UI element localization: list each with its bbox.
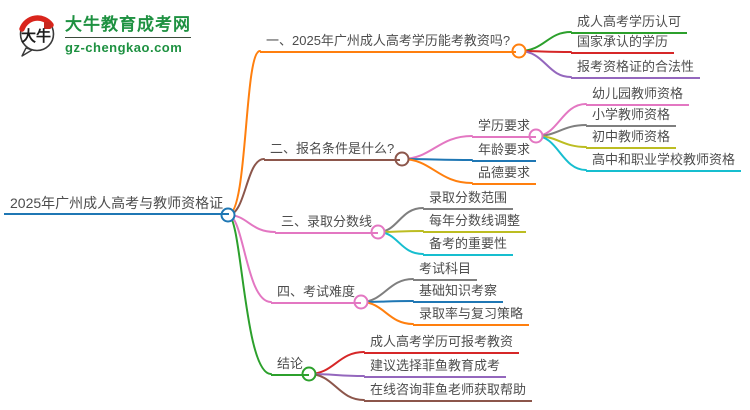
branch-1-child-3-node[interactable]: 报考资格证的合法性 [571, 58, 701, 79]
root-node[interactable]: 2025年广州成人高考与教师资格证 [4, 194, 230, 215]
branch-5-node[interactable]: 结论 [271, 355, 310, 376]
site-logo: 大牛 大牛教育成考网 gz-chengkao.com [16, 12, 191, 58]
link-b4-c1 [360, 278, 414, 303]
branch-5-child-2-node[interactable]: 建议选择菲鱼教育成考 [364, 357, 507, 378]
link-root-branch-2 [227, 158, 265, 216]
brand-name: 大牛教育成考网 [65, 15, 191, 38]
link-b4-c2 [360, 300, 414, 303]
branch-5-child-3-node[interactable]: 在线咨询菲鱼老师获取帮助 [364, 381, 533, 402]
branch-3-child-1-node[interactable]: 录取分数范围 [423, 189, 514, 210]
branch-4-child-3-node[interactable]: 录取率与复习策略 [413, 305, 530, 326]
branch-2-child-1-node[interactable]: 学历要求 [472, 117, 537, 138]
branch-2-node[interactable]: 二、报名条件是什么? [264, 140, 401, 161]
edu-req-child-2-node[interactable]: 小学教师资格 [586, 106, 677, 127]
link-b3-c1 [377, 207, 424, 233]
branch-2-child-3-node[interactable]: 品德要求 [472, 164, 537, 185]
edu-req-child-1-node[interactable]: 幼儿园教师资格 [586, 85, 690, 106]
branch-1-child-1-node[interactable]: 成人高考学历认可 [571, 13, 688, 34]
branch-4-child-2-node[interactable]: 基础知识考察 [413, 282, 504, 303]
link-b1-c3 [518, 50, 572, 78]
daniu-logo-icon: 大牛 [19, 15, 55, 57]
branch-4-child-1-node[interactable]: 考试科目 [413, 260, 478, 281]
link-b2-c3 [401, 158, 473, 184]
link-b1-c1 [518, 31, 572, 52]
root-collapse-circle[interactable] [220, 207, 236, 223]
link-b3-c3 [377, 231, 424, 255]
logo-icon-text: 大牛 [21, 27, 51, 45]
branch-3-child-3-node[interactable]: 备考的重要性 [423, 235, 514, 256]
branch-2-child-2-node[interactable]: 年龄要求 [472, 141, 537, 162]
brand-domain: gz-chengkao.com [65, 39, 183, 55]
branch-1-child-2-node[interactable]: 国家承认的学历 [571, 33, 675, 54]
link-b4-c3 [360, 301, 414, 325]
link-b2-c1 [401, 135, 473, 160]
link-root-branch-1 [227, 50, 261, 216]
branch-1-node[interactable]: 一、2025年广州成人高考学历能考教资吗? [260, 32, 517, 53]
branch-3-node[interactable]: 三、录取分数线 [275, 213, 379, 234]
edu-req-child-3-node[interactable]: 初中教师资格 [586, 128, 677, 149]
link-b5-c3 [308, 373, 365, 401]
branch-4-node[interactable]: 四、考试难度 [271, 283, 362, 304]
link-b5-c1 [308, 351, 365, 375]
branch-3-child-2-node[interactable]: 每年分数线调整 [423, 212, 527, 233]
edu-req-child-4-node[interactable]: 高中和职业学校教师资格 [586, 151, 742, 172]
link-root-branch-5 [227, 214, 272, 375]
branch-5-child-1-node[interactable]: 成人高考学历可报考教资 [364, 333, 520, 354]
